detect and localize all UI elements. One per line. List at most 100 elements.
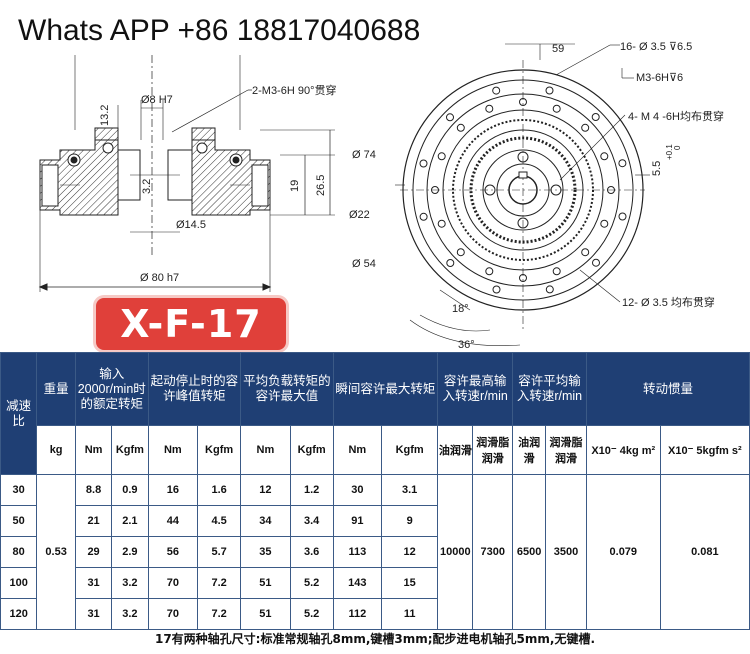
cell: 11 — [381, 598, 439, 630]
dim-angle-18: 18° — [452, 303, 469, 315]
cell-avgspeed-oil: 6500 — [512, 474, 547, 630]
dim-tol-plus: +0.1 — [665, 144, 674, 160]
header-avgload-torque: 平均负载转矩的容许最大值 — [240, 352, 334, 426]
mount-holes-outer — [419, 86, 627, 294]
cell: 3.6 — [289, 536, 334, 568]
cell: 7.2 — [197, 598, 242, 630]
cell-ratio: 50 — [0, 505, 38, 537]
bolt-hole — [600, 152, 609, 161]
bolt-hole — [592, 258, 600, 267]
cell: 15 — [381, 567, 439, 599]
bolt-hole — [519, 98, 527, 106]
cell: 1.2 — [289, 474, 334, 506]
cell: 7.2 — [197, 567, 242, 599]
bolt-hole — [607, 186, 615, 194]
cell: 21 — [74, 505, 113, 537]
cell: 91 — [332, 505, 383, 537]
cell: 5.2 — [289, 567, 334, 599]
table-row: 100 31 3.2 70 7.2 51 5.2 143 15 — [0, 567, 750, 599]
unit-oil: 油润滑 — [512, 425, 547, 475]
cell: 70 — [147, 598, 199, 630]
dim-13-2: 13.2 — [99, 105, 111, 126]
bolt-hole — [492, 86, 501, 95]
dim-shaft-bore: Ø8 H7 — [141, 94, 173, 106]
unit-nm: Nm — [240, 425, 291, 475]
unit-inertia-kgf: X10⁻ 5kgfm s² — [659, 425, 750, 475]
bolt-hole — [456, 123, 465, 132]
cell-inertia-si: 0.079 — [585, 474, 661, 630]
cell: 5.7 — [197, 536, 242, 568]
header-row: 减速比 重量 输入2000r/min时的额定转矩 起动停止时的容许峰值转矩 平均… — [0, 352, 750, 475]
model-badge: X-F-17 — [96, 298, 286, 350]
footnote: 17有两种轴孔尺寸:标准常规轴孔8mm,键槽3mm;配步进电机轴孔5mm,无键槽… — [154, 632, 596, 646]
bolt-hole — [485, 267, 494, 276]
section-view — [38, 55, 335, 292]
bolt-hole — [545, 86, 554, 95]
technical-drawing: 2-M3-6H 90°贯穿 Ø8 H7 13.2 3.2 Ø14.5 19 26… — [38, 41, 724, 351]
contact-watermark: Whats APP +86 18817040688 — [18, 14, 421, 47]
unit-grease: 润滑脂润滑 — [472, 425, 514, 475]
header-startstop-torque: 起动停止时的容许峰值转矩 — [147, 352, 242, 426]
bolt-hole — [419, 159, 428, 168]
header-ratio: 减速比 — [0, 352, 38, 475]
cell: 35 — [240, 536, 291, 568]
unit-kgfm: Kgfm — [381, 425, 439, 475]
unit-kgfm: Kgfm — [111, 425, 149, 475]
cell-ratio: 30 — [0, 474, 38, 506]
bolt-hole — [492, 285, 501, 294]
cell: 3.2 — [111, 598, 149, 630]
table-row: 80 29 2.9 56 5.7 35 3.6 113 12 — [0, 536, 750, 568]
bolt-hole — [446, 113, 454, 122]
dim-22: Ø22 — [349, 209, 370, 221]
bolt-hole — [437, 219, 446, 228]
dim-19: 19 — [289, 180, 301, 192]
bolt-hole — [552, 267, 561, 276]
cell: 51 — [240, 567, 291, 599]
header-avg-speed: 容许平均输入转速r/min — [512, 352, 587, 426]
unit-kg: kg — [36, 425, 76, 475]
cell: 0.9 — [111, 474, 149, 506]
dim-59: 59 — [552, 43, 564, 55]
cell-ratio: 100 — [0, 567, 38, 599]
front-view — [395, 43, 650, 346]
cell: 9 — [381, 505, 439, 537]
bolt-hole — [437, 152, 446, 161]
unit-kgfm: Kgfm — [197, 425, 242, 475]
spec-table: 减速比 重量 输入2000r/min时的额定转矩 起动停止时的容许峰值转矩 平均… — [0, 352, 750, 630]
dim-3-2: 3.2 — [141, 179, 153, 194]
table-row: 50 21 2.1 44 4.5 34 3.4 91 9 — [0, 505, 750, 537]
cell: 3.2 — [111, 567, 149, 599]
cell-inertia-kgf: 0.081 — [659, 474, 750, 630]
cell: 8.8 — [74, 474, 113, 506]
cell: 3.1 — [381, 474, 439, 506]
bolt-hole — [552, 104, 561, 113]
cell: 51 — [240, 598, 291, 630]
bolt-hole — [485, 104, 494, 113]
header-inertia: 转动惯量 — [585, 352, 750, 426]
cell: 70 — [147, 567, 199, 599]
cell: 31 — [74, 598, 113, 630]
cell: 56 — [147, 536, 199, 568]
dim-thru-hole: 2-M3-6H 90°贯穿 — [252, 83, 336, 97]
dim-74: Ø 74 — [352, 149, 376, 161]
cell: 4.5 — [197, 505, 242, 537]
dimension-labels: 2-M3-6H 90°贯穿 Ø8 H7 13.2 3.2 Ø14.5 19 26… — [99, 41, 724, 351]
cell: 113 — [332, 536, 383, 568]
dim-outer-dia: Ø 80 h7 — [140, 272, 179, 284]
cell: 29 — [74, 536, 113, 568]
unit-oil: 油润滑 — [437, 425, 474, 475]
cell: 143 — [332, 567, 383, 599]
cell: 12 — [240, 474, 291, 506]
bolt-hole — [431, 186, 439, 194]
dim-m4-holes: 4- M 4 -6H均布贯穿 — [628, 109, 724, 123]
bolt-hole — [581, 248, 590, 257]
unit-row: kg Nm Kgfm Nm Kgfm Nm Kgfm Nm Kgfm 油润滑 润… — [1, 425, 750, 475]
bolt-hole — [591, 113, 600, 121]
dim-26-5: 26.5 — [315, 175, 327, 196]
cell: 12 — [381, 536, 439, 568]
cell: 31 — [74, 567, 113, 599]
cell: 3.4 — [289, 505, 334, 537]
header-rated-torque: 输入2000r/min时的额定转矩 — [74, 352, 149, 426]
bolt-hole — [419, 212, 428, 221]
unit-nm: Nm — [332, 425, 383, 475]
